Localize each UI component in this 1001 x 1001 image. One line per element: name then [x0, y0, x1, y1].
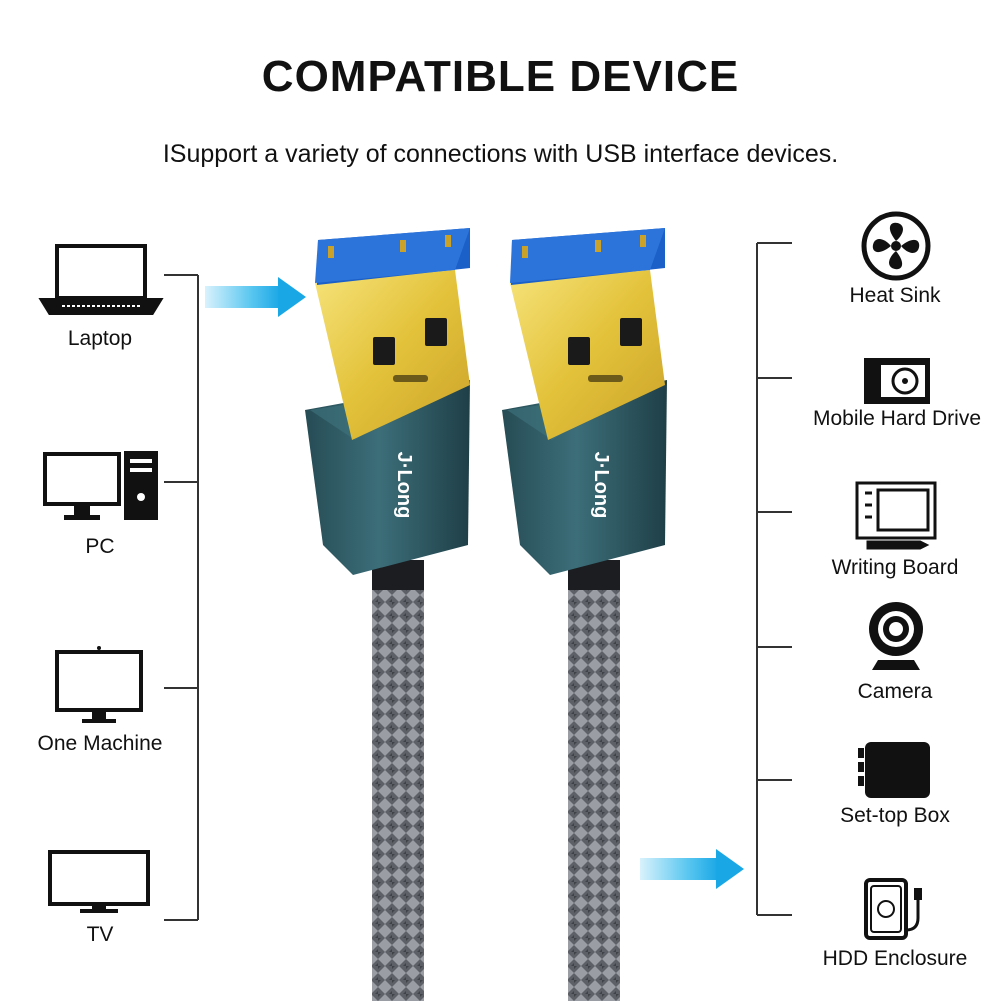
device-label-laptop: Laptop: [67, 327, 133, 350]
device-label-set-top-box: Set-top Box: [840, 804, 950, 827]
device-label-heat-sink: Heat Sink: [849, 284, 941, 307]
page-subtitle: ISupport a variety of connections with U…: [162, 140, 839, 168]
drawing-tablet-icon: [855, 481, 937, 550]
device-label-one-machine: One Machine: [37, 732, 163, 755]
device-label-tv: TV: [86, 923, 114, 946]
tv-icon: [48, 850, 150, 913]
laptop-icon: [38, 244, 164, 315]
pc-icon: [43, 451, 158, 520]
device-label-hdd-enclosure: HDD Enclosure: [822, 947, 968, 970]
hdd-enclosure-icon: [864, 878, 922, 940]
usb-connector-right: J·Long: [502, 228, 667, 1001]
left-bracket: [164, 274, 199, 921]
brand-logo-left: J·Long: [393, 452, 415, 519]
usb-connector-left: J·Long: [305, 228, 470, 1001]
all-in-one-icon: [55, 646, 143, 723]
brand-logo-right: J·Long: [590, 452, 612, 519]
page-title: COMPATIBLE DEVICE: [261, 52, 740, 101]
fan-icon: [861, 211, 931, 281]
hard-drive-icon: [864, 358, 930, 404]
set-top-box-icon: [858, 742, 930, 798]
device-label-mobile-hard-drive: Mobile Hard Drive: [812, 407, 982, 430]
device-label-pc: PC: [85, 535, 115, 558]
device-label-camera: Camera: [857, 680, 933, 703]
right-bracket: [756, 242, 792, 916]
webcam-icon: [869, 602, 923, 670]
arrow-left-in: [205, 277, 306, 317]
device-label-writing-board: Writing Board: [831, 556, 959, 579]
arrow-right-out: [640, 849, 744, 889]
